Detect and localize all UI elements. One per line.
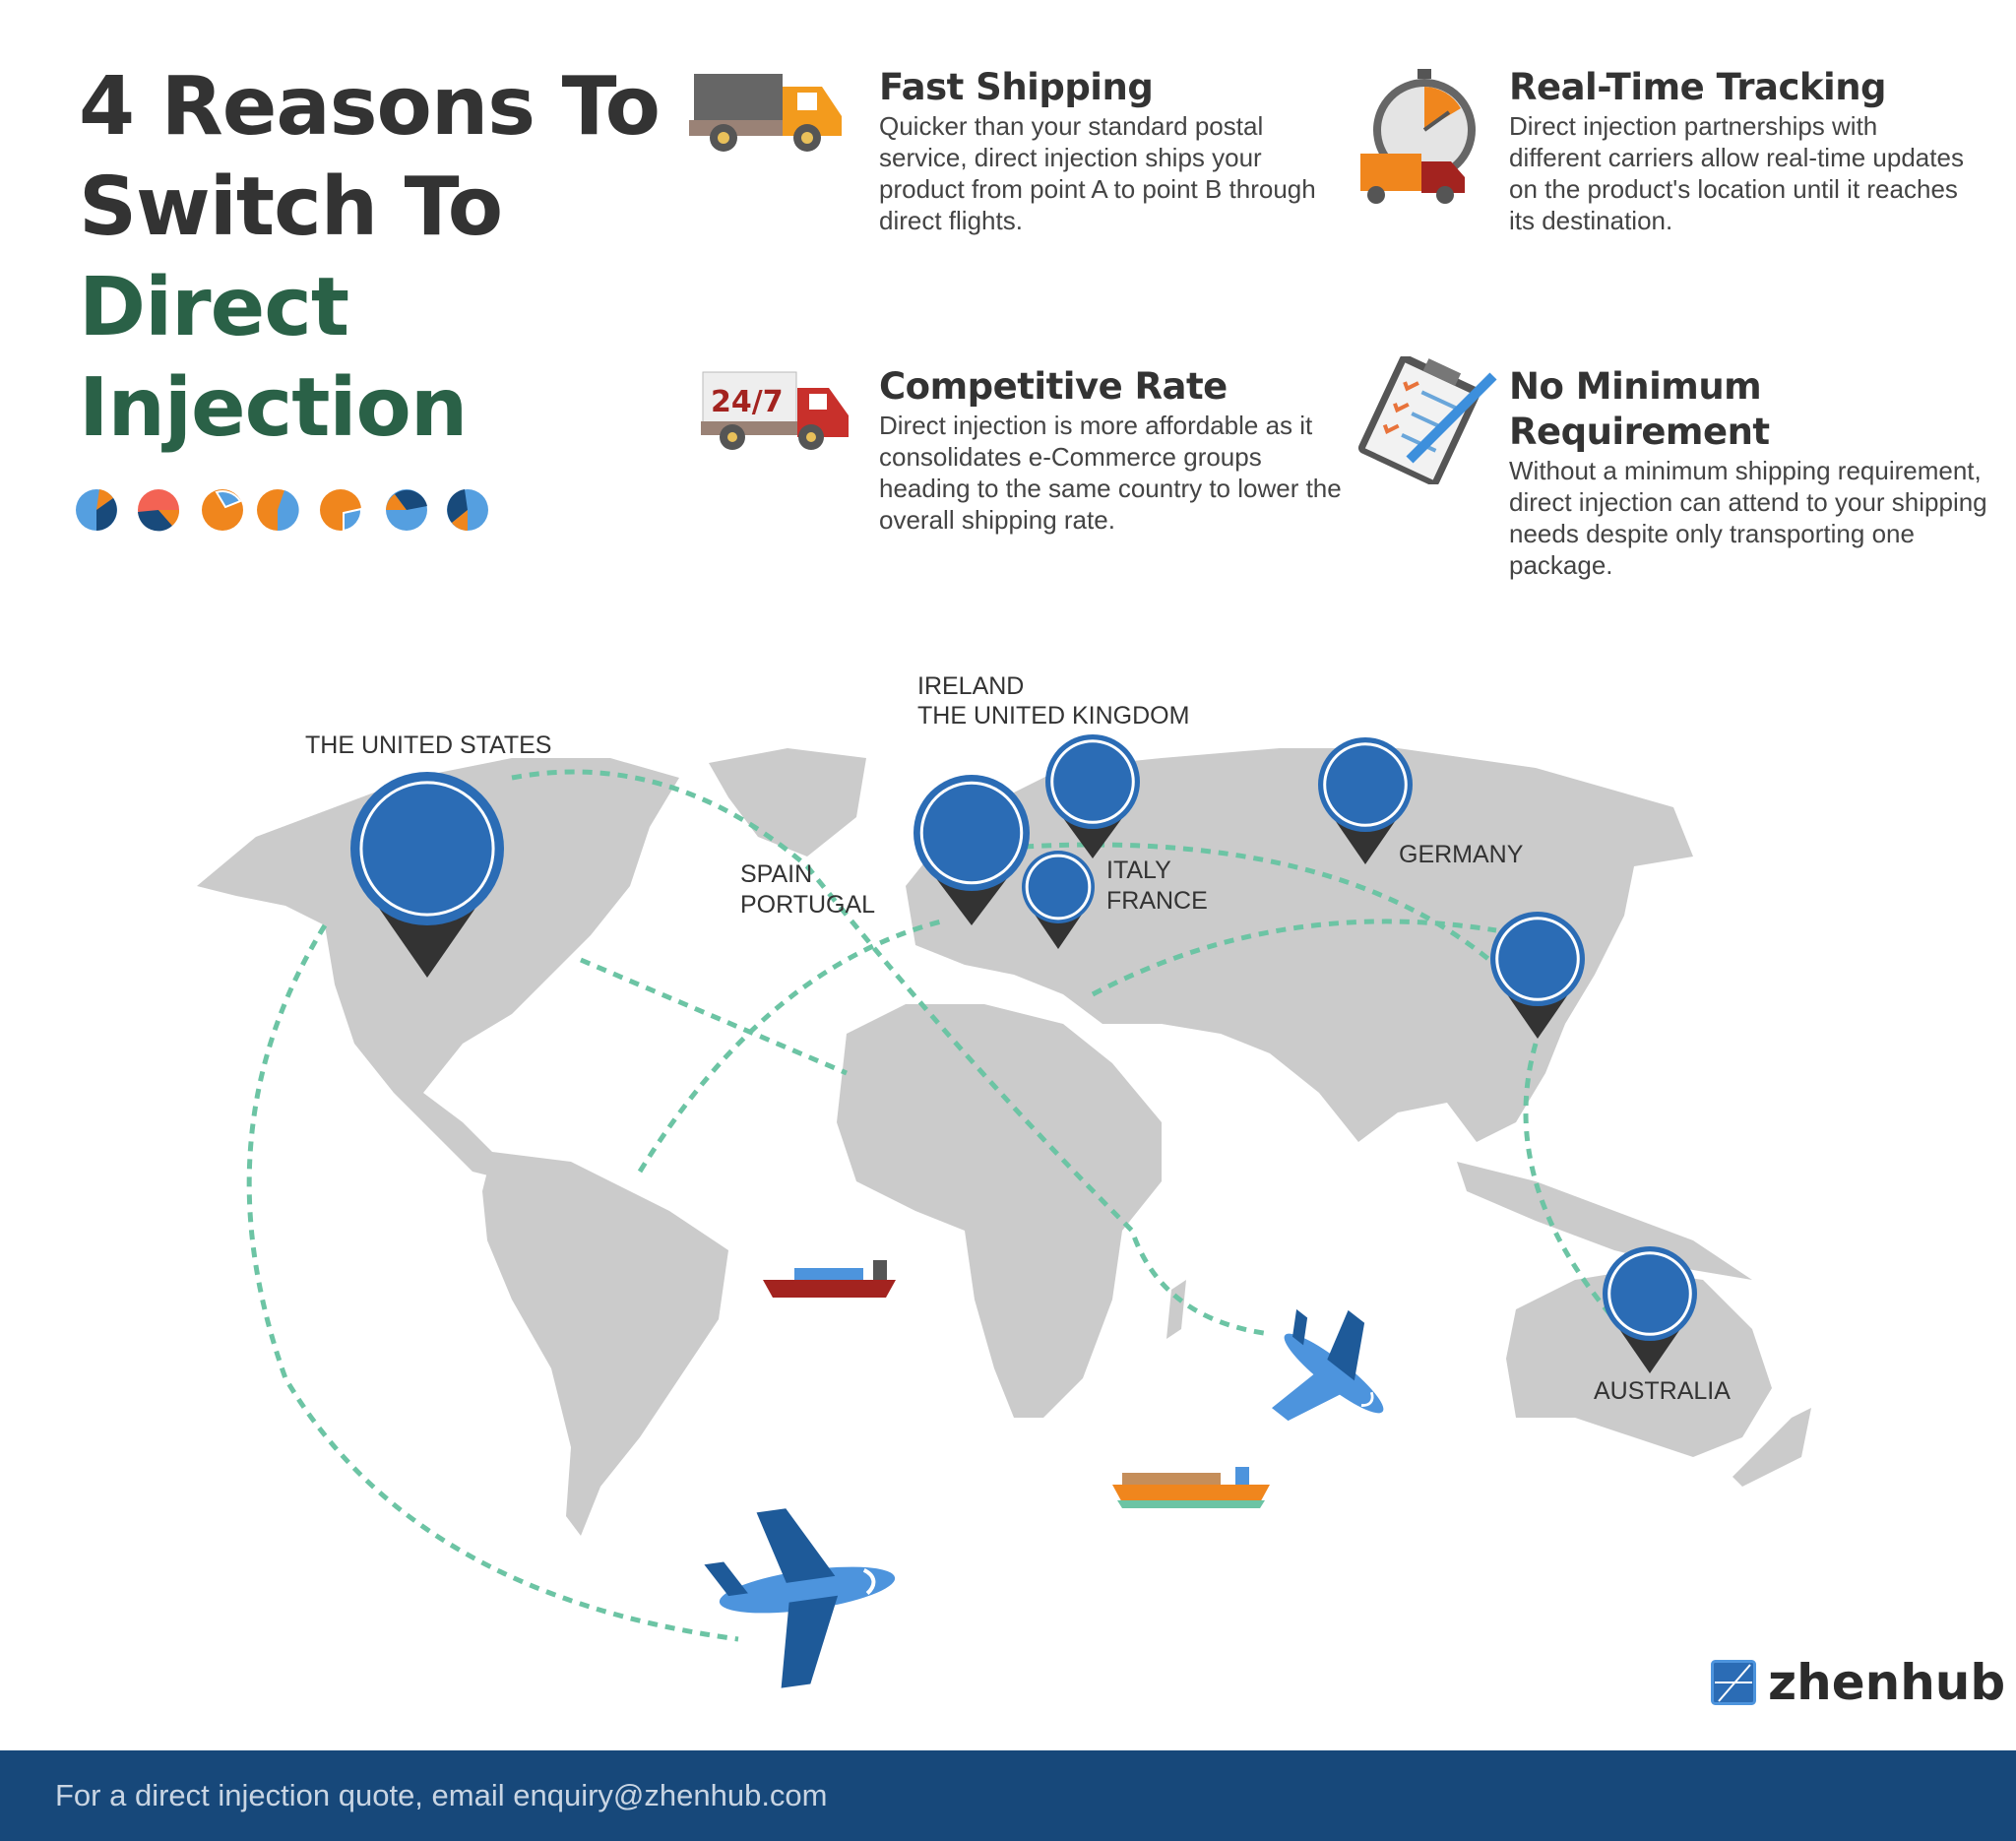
footer-contact-text: For a direct injection quote, email enqu… (55, 1778, 828, 1812)
label-germany: GERMANY (1399, 841, 1524, 868)
pie-icon (257, 489, 299, 532)
label-ireland: IRELAND (917, 672, 1025, 700)
feature-description: Without a minimum shipping requirement, … (1509, 456, 1987, 580)
label-spain: SPAIN (740, 860, 813, 888)
feature-fast-shipping: Fast Shipping Quicker than your standard… (879, 65, 1342, 236)
new-zealand (1732, 1408, 1811, 1487)
airplane-icon (1271, 1308, 1384, 1422)
world-map (197, 734, 1811, 1688)
map-pin-us (350, 772, 504, 978)
title-line-accent: Injection (79, 361, 468, 455)
pie-icon (76, 489, 117, 531)
feature-title: No Minimum Requirement (1509, 365, 1770, 453)
label-portugal: PORTUGAL (740, 891, 876, 919)
feature-description: Direct injection partnerships with diffe… (1509, 111, 1964, 235)
truck-24-7-icon: 24/7 (701, 371, 849, 450)
footer: For a direct injection quote, email enqu… (0, 1750, 2016, 1841)
map-pin-italy (1022, 851, 1095, 949)
map-pin-asia (1490, 912, 1585, 1039)
route-line (511, 769, 1271, 1337)
label-united-states: THE UNITED STATES (305, 731, 552, 759)
madagascar (1166, 1280, 1186, 1339)
australia (1506, 1270, 1772, 1457)
title-line-accent: Direct (79, 261, 349, 354)
pie-icon (138, 489, 180, 532)
label-united-kingdom: THE UNITED KINGDOM (917, 702, 1190, 730)
feature-description: Direct injection is more affordable as i… (879, 411, 1342, 535)
greenland (709, 748, 866, 857)
route-line (637, 918, 946, 1174)
feature-description: Quicker than your standard postal servic… (879, 111, 1316, 235)
north-america (197, 758, 679, 1181)
brand-logo: zhenhub (1711, 1654, 2005, 1711)
feature-real-time-tracking: Real-Time Tracking Direct injection part… (1509, 65, 1972, 236)
clipboard-checklist-icon (1357, 356, 1497, 484)
shipping-routes (246, 769, 1616, 1642)
feature-title: Fast Shipping (879, 66, 1154, 108)
route-line (580, 957, 848, 1076)
truck-icon (689, 74, 842, 152)
south-america (482, 1152, 728, 1536)
brand-name: zhenhub (1768, 1654, 2006, 1711)
route-line (1091, 919, 1497, 997)
stopwatch-truck-icon (1360, 69, 1476, 204)
decorative-pie-icons (76, 489, 488, 533)
title-line: Switch To (79, 160, 503, 254)
southeast-asia-islands (1457, 1162, 1752, 1280)
cargo-ship-icon (763, 1260, 896, 1298)
cargo-ship-icon (1112, 1467, 1270, 1508)
feature-competitive-rate: Competitive Rate Direct injection is mor… (879, 364, 1342, 536)
feature-no-minimum: No Minimum Requirement Without a minimum… (1509, 364, 2001, 581)
route-line (1023, 842, 1538, 1006)
pie-icon (386, 489, 427, 531)
title-line: 4 Reasons To (79, 60, 661, 154)
map-pin-spain (914, 775, 1030, 925)
label-australia: AUSTRALIA (1594, 1377, 1731, 1405)
africa (837, 1004, 1162, 1418)
zhenhub-logo-icon (1711, 1660, 1756, 1705)
page-title: 4 Reasons To Switch To Direct Injection (79, 57, 661, 459)
map-pin-germany (1318, 737, 1413, 864)
feature-title: Real-Time Tracking (1509, 66, 1887, 108)
map-pin-uk (1045, 734, 1140, 858)
pie-icon (447, 489, 488, 531)
badge-24-7: 24/7 (711, 385, 784, 419)
airplane-icon (704, 1508, 896, 1688)
map-pin-australia (1603, 1246, 1697, 1373)
pie-icon (320, 489, 363, 533)
label-italy: ITALY (1106, 857, 1171, 884)
label-france: FRANCE (1106, 887, 1208, 915)
route-line (246, 923, 739, 1642)
pie-icon (202, 489, 243, 531)
feature-title: Competitive Rate (879, 365, 1228, 408)
route-line (1523, 1043, 1616, 1321)
